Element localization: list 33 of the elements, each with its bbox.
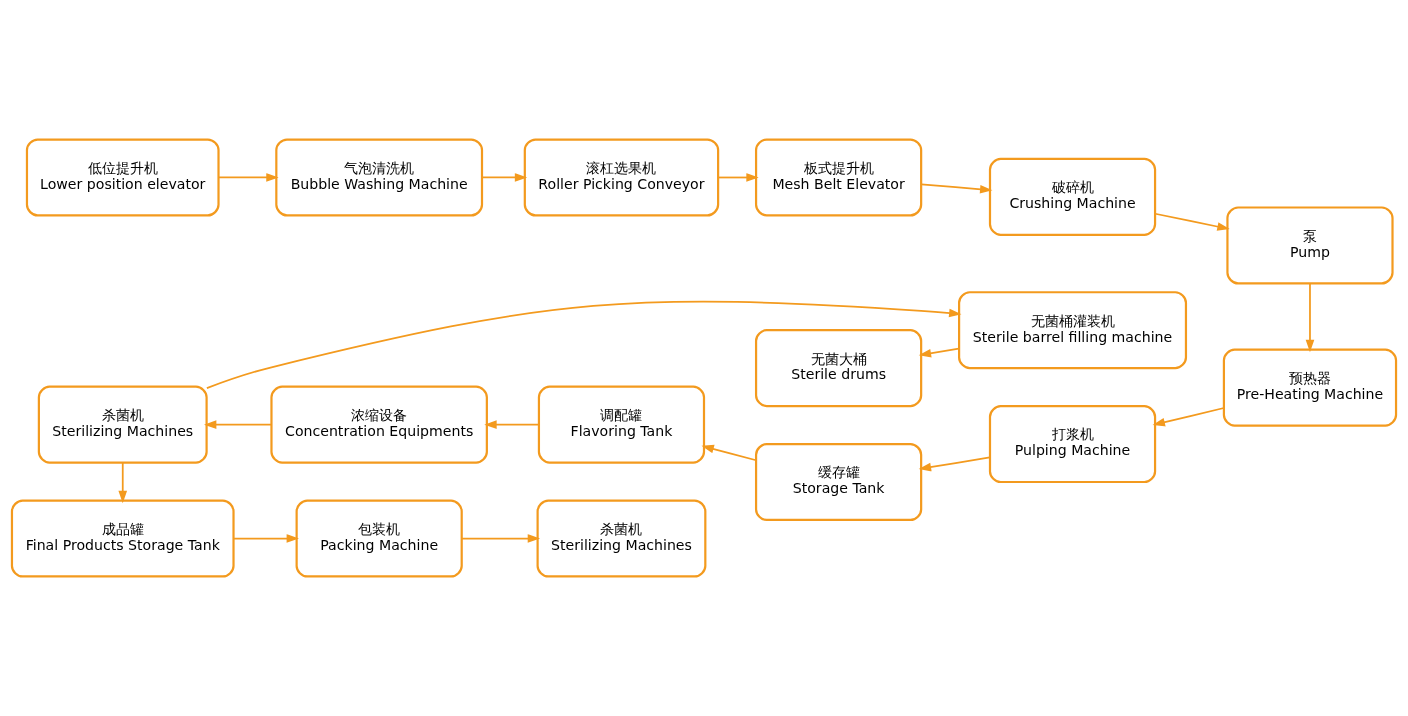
node-box: 杀菌机 Sterilizing Machines: [37, 385, 208, 464]
node-box: 破碎机 Crushing Machine: [988, 157, 1157, 236]
arrow: [1154, 212, 1230, 231]
node-box: 滚杠选果机 Roller Picking Conveyor: [523, 138, 720, 217]
arrow: [701, 444, 757, 462]
node-box: 泵 Pump: [1226, 206, 1394, 285]
node-box: 打浆机 Pulping Machine: [988, 405, 1157, 484]
arrow: [920, 183, 993, 194]
arrow: [717, 173, 759, 182]
arrow: [460, 534, 541, 543]
arrow: [206, 300, 962, 389]
arrow: [918, 456, 991, 472]
node-box: 气泡清洗机 Bubble Washing Machine: [275, 138, 484, 217]
arrow: [232, 534, 299, 543]
arrow: [918, 347, 960, 358]
node-box: 无菌桶灌装机 Sterile barrel filling machine: [958, 291, 1188, 370]
node-box: 调配罐 Flavoring Tank: [537, 385, 706, 464]
arrow: [484, 420, 540, 429]
node-box: 低位提升机 Lower position elevator: [25, 138, 220, 217]
arrow: [204, 420, 273, 429]
node-box: 成品罐 Final Products Storage Tank: [10, 499, 235, 578]
node-box: 板式提升机 Mesh Belt Elevator: [754, 138, 923, 217]
arrow: [1305, 282, 1315, 353]
node-box: 预热器 Pre-Heating Machine: [1222, 348, 1398, 427]
node-box: 无菌大桶 Sterile drums: [754, 329, 923, 408]
arrow: [118, 461, 128, 504]
arrow: [217, 173, 279, 182]
arrow: [481, 173, 528, 182]
node-box: 杀菌机 Sterilizing Machines: [536, 499, 707, 578]
node-box: 包装机 Packing Machine: [295, 499, 463, 578]
arrow: [1152, 407, 1225, 427]
node-box: 浓缩设备 Concentration Equipments: [270, 385, 488, 464]
node-box: 缓存罐 Storage Tank: [754, 442, 923, 522]
